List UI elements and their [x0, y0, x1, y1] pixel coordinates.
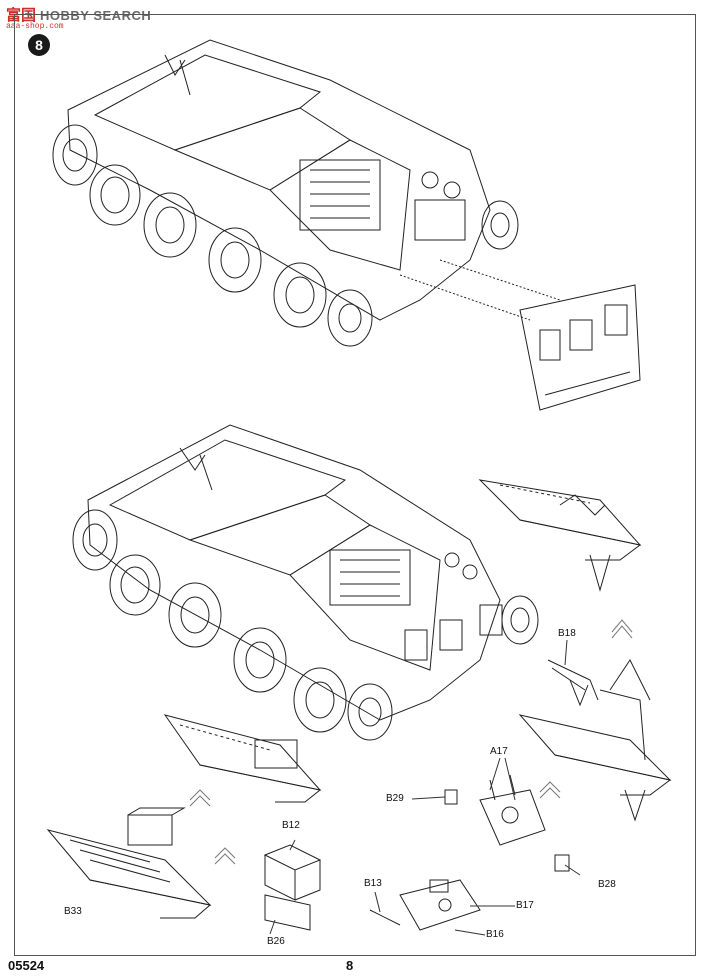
b12-box-part	[263, 844, 322, 901]
watermark-brand-en: HOBBY SEARCH	[40, 8, 152, 23]
label-b26: B26	[267, 936, 285, 947]
watermark-brand-cn: 富国	[6, 7, 37, 24]
step-number-badge: 8	[28, 34, 50, 56]
left-mid-fender-part	[163, 714, 322, 803]
b26-plate-part	[264, 894, 311, 931]
right-lower-fender-part	[518, 659, 672, 822]
label-b16: B16	[486, 929, 504, 940]
label-b28: B28	[598, 879, 616, 890]
product-code: 05524	[8, 958, 45, 973]
bottom-road-wheels	[72, 509, 539, 741]
suspension-subassembly	[444, 774, 570, 872]
top-rear-plate-part	[519, 284, 641, 411]
bottom-mount-subassembly	[369, 879, 481, 931]
watermark-url: aaa-shop.com	[6, 22, 64, 31]
label-b13: B13	[364, 878, 382, 889]
label-b17: B17	[516, 900, 534, 911]
label-b29: B29	[386, 793, 404, 804]
left-lower-fender-part	[46, 807, 212, 919]
top-road-wheels	[52, 124, 519, 347]
label-a17: A17	[490, 746, 508, 757]
label-b18: B18	[558, 628, 576, 639]
page-frame	[14, 14, 696, 956]
label-b12: B12	[282, 820, 300, 831]
watermark: 富国 HOBBY SEARCH	[6, 4, 151, 25]
page-number: 8	[346, 958, 354, 973]
b18-bracket-part	[547, 659, 599, 707]
assembly-arrows	[189, 619, 633, 865]
label-b33: B33	[64, 906, 82, 917]
top-vehicle-illustration	[52, 39, 641, 411]
right-upper-fender-part	[478, 479, 642, 592]
bottom-vehicle-illustration	[72, 424, 539, 741]
leader-lines	[269, 639, 581, 936]
